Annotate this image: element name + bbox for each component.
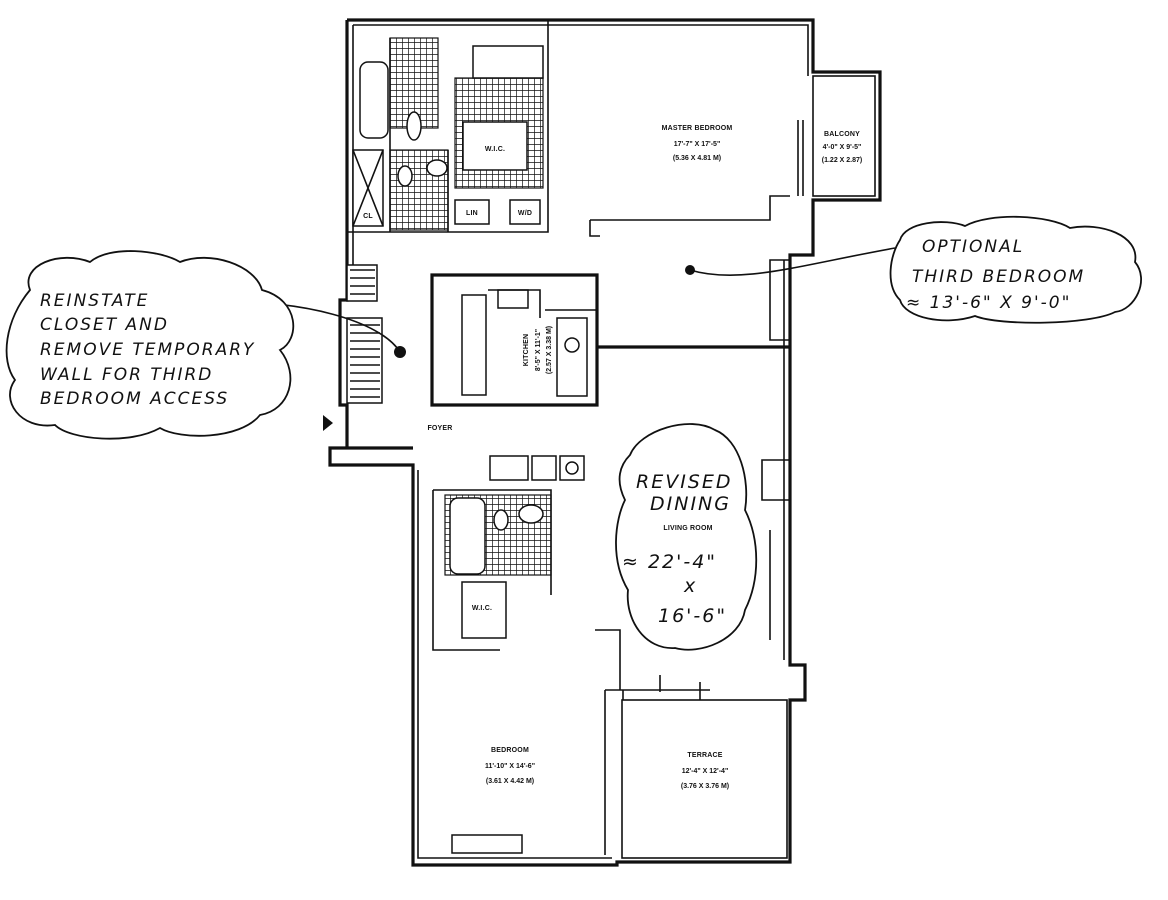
balcony: BALCONY 4'-0" X 9'-5" (1.22 X 2.87) (812, 75, 876, 197)
balcony-dim1: 4'-0" X 9'-5" (823, 144, 862, 151)
balcony-dim2: (1.22 X 2.87) (822, 157, 862, 164)
right-note-line-1: OPTIONAL (922, 237, 1024, 257)
living-dim-1: ≈ 22'-4" (622, 551, 717, 573)
wd-label: W/D (518, 210, 532, 217)
left-note-line-1: REINSTATE (40, 291, 149, 311)
living-dim-2: x (683, 575, 697, 597)
kitchen-dim2: (2.57 X 3.38 M) (546, 326, 553, 374)
bedroom-bath: W.I.C. (432, 489, 621, 690)
master-bedroom: MASTER BEDROOM 17'-7" X 17'-5" (5.36 X 4… (589, 120, 804, 237)
terrace-dim2: (3.76 X 3.76 M) (681, 783, 729, 790)
kitchen-name: KITCHEN (523, 334, 530, 367)
wic-label-bottom: W.I.C. (472, 605, 492, 612)
right-note-line-2: THIRD BEDROOM (912, 267, 1085, 287)
right-note-line-3: ≈ 13'-6" X 9'-0" (906, 293, 1071, 313)
master-bath: W.I.C. LIN W/D CL (347, 20, 549, 233)
terrace: TERRACE 12'-4" X 12'-4" (3.76 X 3.76 M) (621, 699, 788, 859)
wic-label-top: W.I.C. (485, 146, 505, 153)
hall-utilities (489, 455, 585, 481)
dining-note-cloud: REVISED DINING LIVING ROOM ≈ 22'-4" x 16… (615, 423, 758, 651)
kitchen: KITCHEN 8'-5" X 11'-1" (2.57 X 3.38 M) (430, 273, 599, 407)
dining-note-line-2: DINING (650, 493, 731, 515)
left-note-line-2: CLOSET AND (40, 315, 169, 335)
bedroom-dim1: 11'-10" X 14'-6" (485, 763, 535, 770)
foyer-name: FOYER (427, 425, 452, 432)
right-note-cloud: OPTIONAL THIRD BEDROOM ≈ 13'-6" X 9'-0" (889, 215, 1142, 324)
left-note-line-5: BEDROOM ACCESS (40, 389, 229, 409)
terrace-name: TERRACE (687, 752, 722, 759)
bedroom-name: BEDROOM (491, 747, 529, 754)
linen-label: LIN (466, 210, 478, 217)
master-bedroom-dim2: (5.36 X 4.81 M) (673, 155, 721, 162)
dining-note-line-1: REVISED (636, 471, 733, 493)
left-note-cloud: REINSTATE CLOSET AND REMOVE TEMPORARY WA… (5, 250, 295, 440)
balcony-name: BALCONY (824, 131, 860, 138)
closet-label: CL (363, 213, 373, 220)
kitchen-dim1: 8'-5" X 11'-1" (535, 329, 542, 371)
left-note-line-3: REMOVE TEMPORARY (40, 340, 255, 360)
third-bedroom-area (597, 247, 896, 349)
bedroom-dim2: (3.61 X 4.42 M) (486, 778, 534, 785)
left-note-line-4: WALL FOR THIRD (40, 365, 213, 385)
master-bedroom-name: MASTER BEDROOM (662, 125, 733, 132)
master-bedroom-dim1: 17'-7" X 17'-5" (674, 141, 721, 148)
bedroom: BEDROOM 11'-10" X 14'-6" (3.61 X 4.42 M) (451, 675, 710, 855)
living-dim-3: 16'-6" (658, 605, 727, 627)
entry-arrow-icon (323, 415, 333, 431)
living-room-name: LIVING ROOM (663, 525, 712, 532)
foyer-closet: FOYER (221, 264, 452, 432)
living-room-walls (761, 459, 791, 640)
terrace-dim1: 12'-4" X 12'-4" (682, 768, 729, 775)
